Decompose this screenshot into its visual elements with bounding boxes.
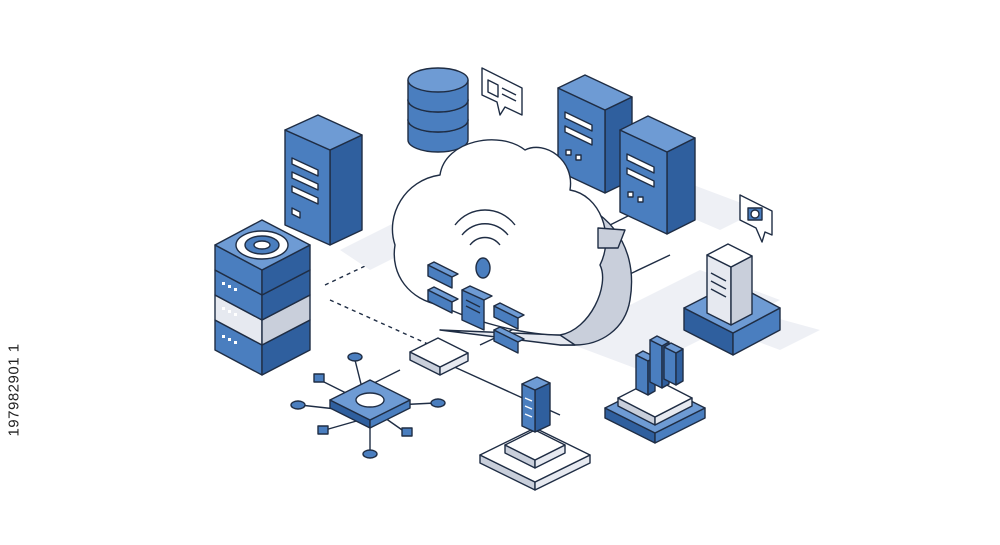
camera-chat-icon [739, 194, 773, 243]
server-tower-icon [683, 243, 781, 356]
message-icon [481, 67, 523, 116]
server-stack-icon [214, 219, 311, 376]
server-tower-icon [284, 114, 363, 246]
network-switch-icon [409, 337, 469, 376]
stock-id-text: 197982901 1 [5, 343, 23, 437]
cloud-wifi-icon [391, 139, 633, 346]
server-tower-icon [557, 74, 633, 194]
database-icon [407, 67, 469, 153]
hand-device-icon [479, 376, 591, 491]
server-tower-icon [619, 115, 696, 235]
data-blocks [427, 261, 525, 354]
stock-id-label: 197982901 1 [2, 300, 26, 480]
bar-chart-platform-icon [604, 335, 706, 444]
circuit-chip-icon [290, 352, 446, 459]
